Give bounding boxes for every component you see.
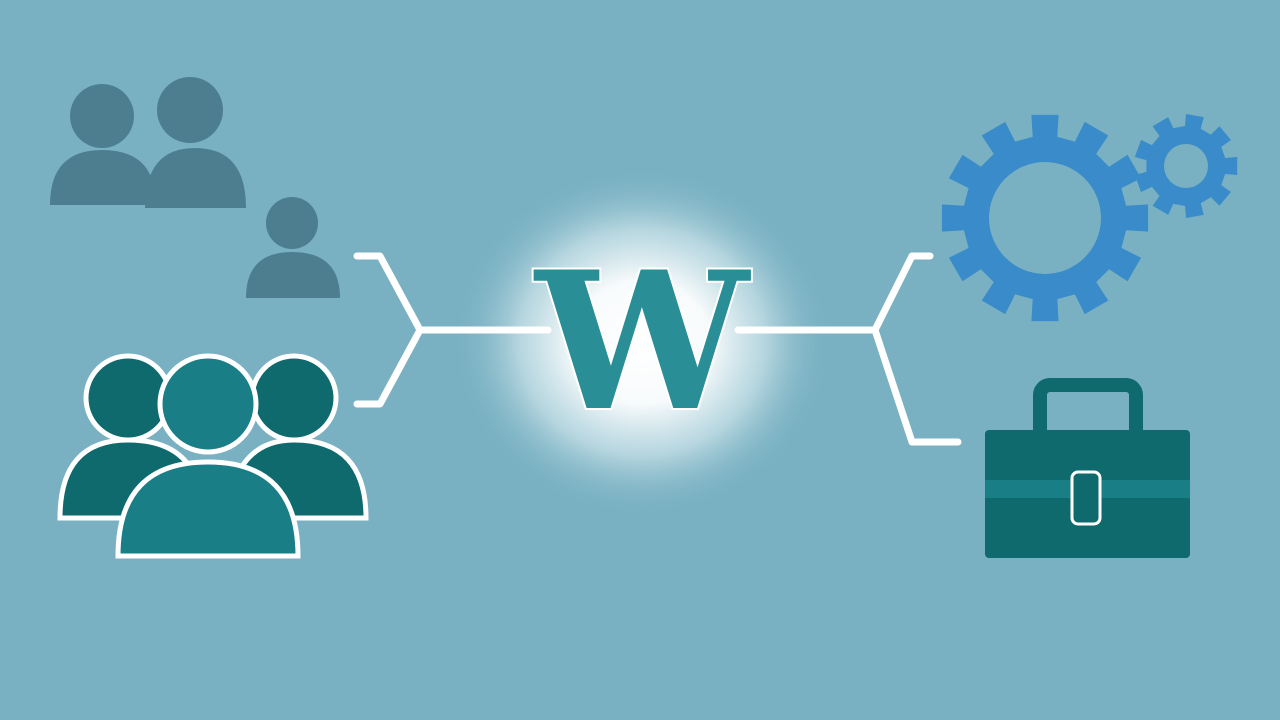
- right-connector: [734, 252, 962, 446]
- briefcase-icon: [985, 378, 1190, 558]
- briefcase-clasp: [1070, 470, 1102, 526]
- logo-glow: [452, 167, 832, 517]
- user-icon: [246, 197, 340, 298]
- team-icon: [57, 353, 369, 559]
- large-gear: [941, 114, 1149, 322]
- users-group-icon: [50, 77, 246, 208]
- gears-icon: [941, 114, 1238, 322]
- left-connector: [353, 252, 552, 408]
- large-gear-shape: [941, 114, 1149, 322]
- small-gear-shape: [1134, 114, 1238, 218]
- wordpress-logo: W: [533, 230, 751, 453]
- small-gear: [1134, 114, 1238, 218]
